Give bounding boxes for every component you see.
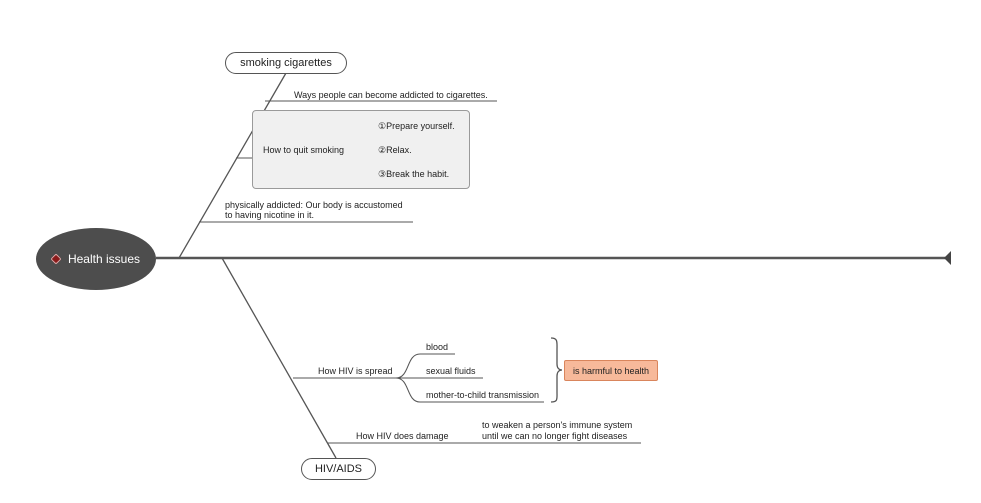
hiv-topic-node[interactable]: HIV/AIDS	[301, 458, 376, 480]
ways-label[interactable]: Ways people can become addicted to cigar…	[294, 90, 488, 100]
gem-icon	[50, 253, 62, 265]
smoking-topic-node[interactable]: smoking cigarettes	[225, 52, 347, 74]
summary-label: is harmful to health	[572, 365, 650, 376]
blood-connector	[395, 353, 455, 379]
damage-detail-line2[interactable]: until we can no longer fight diseases	[482, 431, 628, 441]
spread-mtc-label[interactable]: mother-to-child transmission	[426, 390, 540, 400]
hiv-branch-line	[221, 257, 337, 459]
step-relax-label[interactable]: ②Relax.	[378, 145, 412, 155]
smoking-branch-line	[178, 72, 287, 259]
spread-blood-label[interactable]: blood	[426, 342, 449, 352]
smoking-topic-label: smoking cigarettes	[240, 57, 332, 69]
hiv-topic-label: HIV/AIDS	[314, 463, 363, 475]
summary-brace	[550, 337, 563, 403]
spine-arrow-icon	[944, 251, 951, 265]
step-prepare-label[interactable]: ①Prepare yourself.	[378, 121, 455, 131]
summary-node[interactable]: is harmful to health	[564, 360, 658, 381]
root-node[interactable]: Health issues	[36, 228, 156, 290]
spread-label[interactable]: How HIV is spread	[318, 366, 393, 376]
damage-detail-line1[interactable]: to weaken a person's immune system	[482, 420, 633, 430]
step-break-label[interactable]: ③Break the habit.	[378, 169, 450, 179]
damage-label[interactable]: How HIV does damage	[356, 431, 449, 441]
physical-label-line2[interactable]: to having nicotine in it.	[225, 210, 315, 220]
physical-label-line1[interactable]: physically addicted: Our body is accusto…	[225, 200, 403, 210]
quit-smoking-label[interactable]: How to quit smoking	[263, 145, 345, 155]
spread-fluids-label[interactable]: sexual fluids	[426, 366, 476, 376]
mtc-connector	[395, 377, 544, 403]
quit-smoking-group	[252, 110, 470, 189]
root-label: Health issues	[67, 252, 141, 266]
